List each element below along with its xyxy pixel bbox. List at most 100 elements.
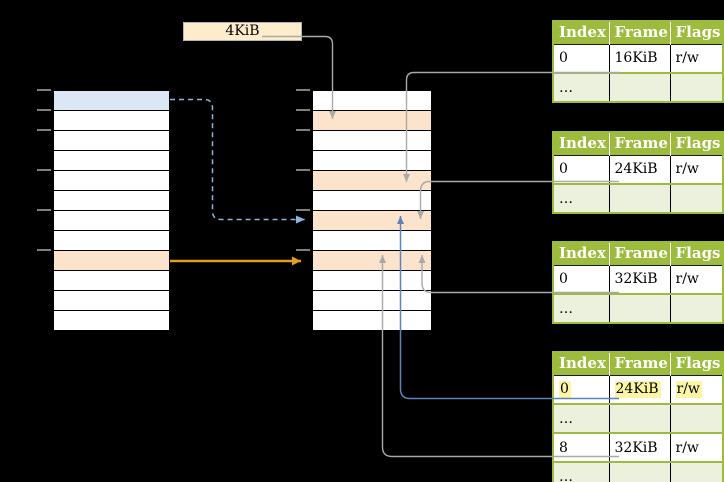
- col-frame: Frame: [608, 242, 670, 265]
- cell-index: …: [553, 462, 609, 482]
- table-header-row: Index Frame Flags: [553, 242, 723, 265]
- cell-index: …: [553, 294, 609, 323]
- address-tick: [37, 209, 51, 211]
- cell-index: 8: [559, 439, 568, 456]
- size-label: 4KiB: [183, 22, 302, 41]
- table-row: 0 16KiB r/w: [553, 44, 723, 73]
- memory-row: [313, 311, 431, 330]
- cell-frame: 32KiB: [608, 265, 670, 294]
- memory-row: [54, 291, 169, 311]
- highlight: r/w: [675, 381, 702, 399]
- cell-flags: [669, 73, 723, 102]
- table-header-row: Index Frame Flags: [553, 132, 723, 155]
- col-index: Index: [553, 132, 609, 155]
- cell-frame: [608, 184, 670, 213]
- page-table-4: Index Frame Flags 0 24KiB r/w … 8 32KiB …: [552, 351, 724, 482]
- col-frame: Frame: [608, 21, 670, 44]
- virtual-memory-column: [53, 90, 170, 331]
- memory-row: [313, 291, 431, 311]
- page-table-3: Index Frame Flags 0 32KiB r/w …: [552, 241, 724, 324]
- connector-left-row0-to-middle: [170, 98, 305, 224]
- cell-flags: [669, 404, 723, 433]
- address-tick: [296, 209, 310, 211]
- cell-index: …: [553, 404, 609, 433]
- memory-row: [54, 211, 169, 231]
- col-index: Index: [553, 242, 609, 265]
- memory-row: [313, 271, 431, 291]
- table-header-row: Index Frame Flags: [553, 352, 723, 375]
- memory-row: [54, 111, 169, 131]
- cell-frame: 24KiB: [608, 375, 670, 404]
- address-tick: [296, 89, 310, 91]
- table-row: 0 32KiB r/w: [553, 265, 723, 294]
- cell-frame: [608, 404, 670, 433]
- address-tick: [37, 169, 51, 171]
- cell-index: 0: [559, 161, 568, 178]
- address-tick: [37, 89, 51, 91]
- cell-index: …: [553, 73, 609, 102]
- memory-row: [313, 231, 431, 251]
- table-row: 0 24KiB r/w: [553, 155, 723, 184]
- memory-row: [54, 151, 169, 171]
- cell-index: …: [553, 184, 609, 213]
- cell-frame: [608, 73, 670, 102]
- address-tick: [296, 249, 310, 251]
- cell-flags: r/w: [669, 44, 723, 73]
- memory-row: [313, 151, 431, 171]
- memory-row: [54, 251, 169, 271]
- table-row-ellipsis: …: [553, 73, 723, 102]
- memory-row: [54, 271, 169, 291]
- address-tick: [37, 129, 51, 131]
- memory-row: [313, 251, 431, 271]
- memory-row: [313, 111, 431, 131]
- memory-row: [54, 191, 169, 211]
- page-table-2: Index Frame Flags 0 24KiB r/w …: [552, 131, 724, 214]
- memory-row: [313, 191, 431, 211]
- col-flags: Flags: [669, 352, 723, 375]
- address-tick: [37, 109, 51, 111]
- table-row-ellipsis: …: [553, 184, 723, 213]
- cell-frame: 16KiB: [608, 44, 670, 73]
- memory-row: [54, 231, 169, 251]
- page-table-1: Index Frame Flags 0 16KiB r/w …: [552, 20, 724, 103]
- col-index: Index: [553, 21, 609, 44]
- cell-flags: r/w: [669, 265, 723, 294]
- col-frame: Frame: [608, 352, 670, 375]
- table-header-row: Index Frame Flags: [553, 21, 723, 44]
- memory-row: [54, 131, 169, 151]
- cell-frame: [608, 462, 670, 482]
- col-flags: Flags: [669, 242, 723, 265]
- col-index: Index: [553, 352, 609, 375]
- table-row: 8 32KiB r/w: [553, 433, 723, 462]
- address-tick: [296, 129, 310, 131]
- cell-index: 0: [559, 271, 568, 288]
- cell-index: 0: [553, 375, 609, 404]
- physical-memory-column: [312, 90, 432, 331]
- table-row-ellipsis: …: [553, 294, 723, 323]
- col-flags: Flags: [669, 21, 723, 44]
- highlight: 0: [559, 381, 571, 399]
- highlight: 24KiB: [614, 381, 661, 399]
- table-row-highlighted: 0 24KiB r/w: [553, 375, 723, 404]
- cell-flags: [669, 462, 723, 482]
- table-row-ellipsis: …: [553, 462, 723, 482]
- memory-row: [313, 171, 431, 191]
- cell-flags: r/w: [669, 433, 723, 462]
- cell-flags: r/w: [669, 375, 723, 404]
- cell-index: 0: [559, 50, 568, 67]
- cell-frame: 24KiB: [608, 155, 670, 184]
- cell-frame: [608, 294, 670, 323]
- memory-row: [54, 311, 169, 330]
- memory-row: [54, 91, 169, 111]
- table-row-ellipsis: …: [553, 404, 723, 433]
- size-label-text: 4KiB: [225, 23, 260, 39]
- cell-flags: [669, 184, 723, 213]
- col-flags: Flags: [669, 132, 723, 155]
- cell-flags: [669, 294, 723, 323]
- memory-row: [313, 131, 431, 151]
- memory-row: [54, 171, 169, 191]
- col-frame: Frame: [608, 132, 670, 155]
- memory-row: [313, 91, 431, 111]
- cell-flags: r/w: [669, 155, 723, 184]
